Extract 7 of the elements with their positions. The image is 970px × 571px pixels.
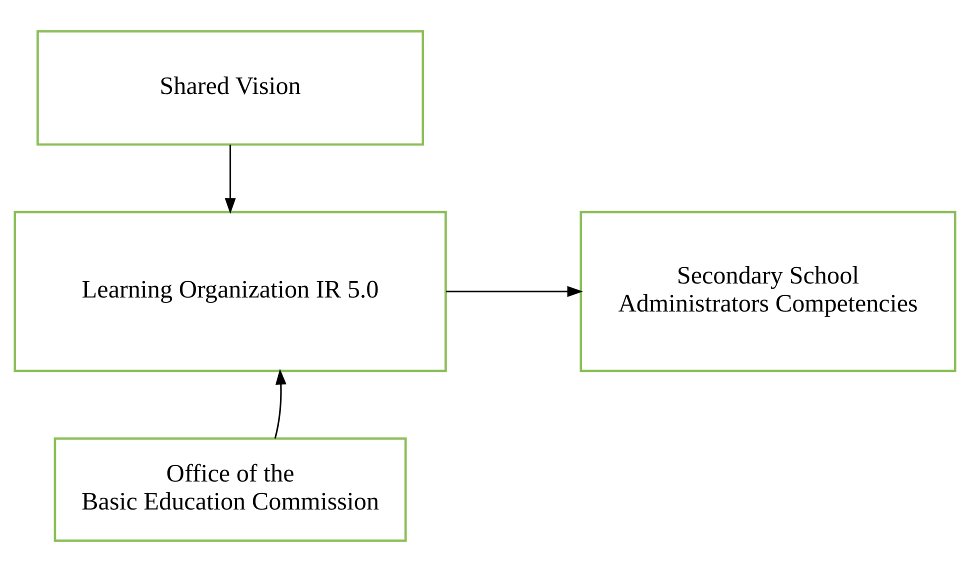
arrow bbox=[274, 368, 286, 438]
node-box: Secondary School Administrators Competencies bbox=[580, 210, 956, 372]
node-box: Office of the Basic Education Commission bbox=[54, 436, 407, 542]
arrow bbox=[446, 286, 584, 297]
node-box: Shared Vision bbox=[36, 30, 424, 146]
arrow bbox=[224, 144, 236, 214]
node-box: Learning Organization IR 5.0 bbox=[14, 210, 447, 372]
